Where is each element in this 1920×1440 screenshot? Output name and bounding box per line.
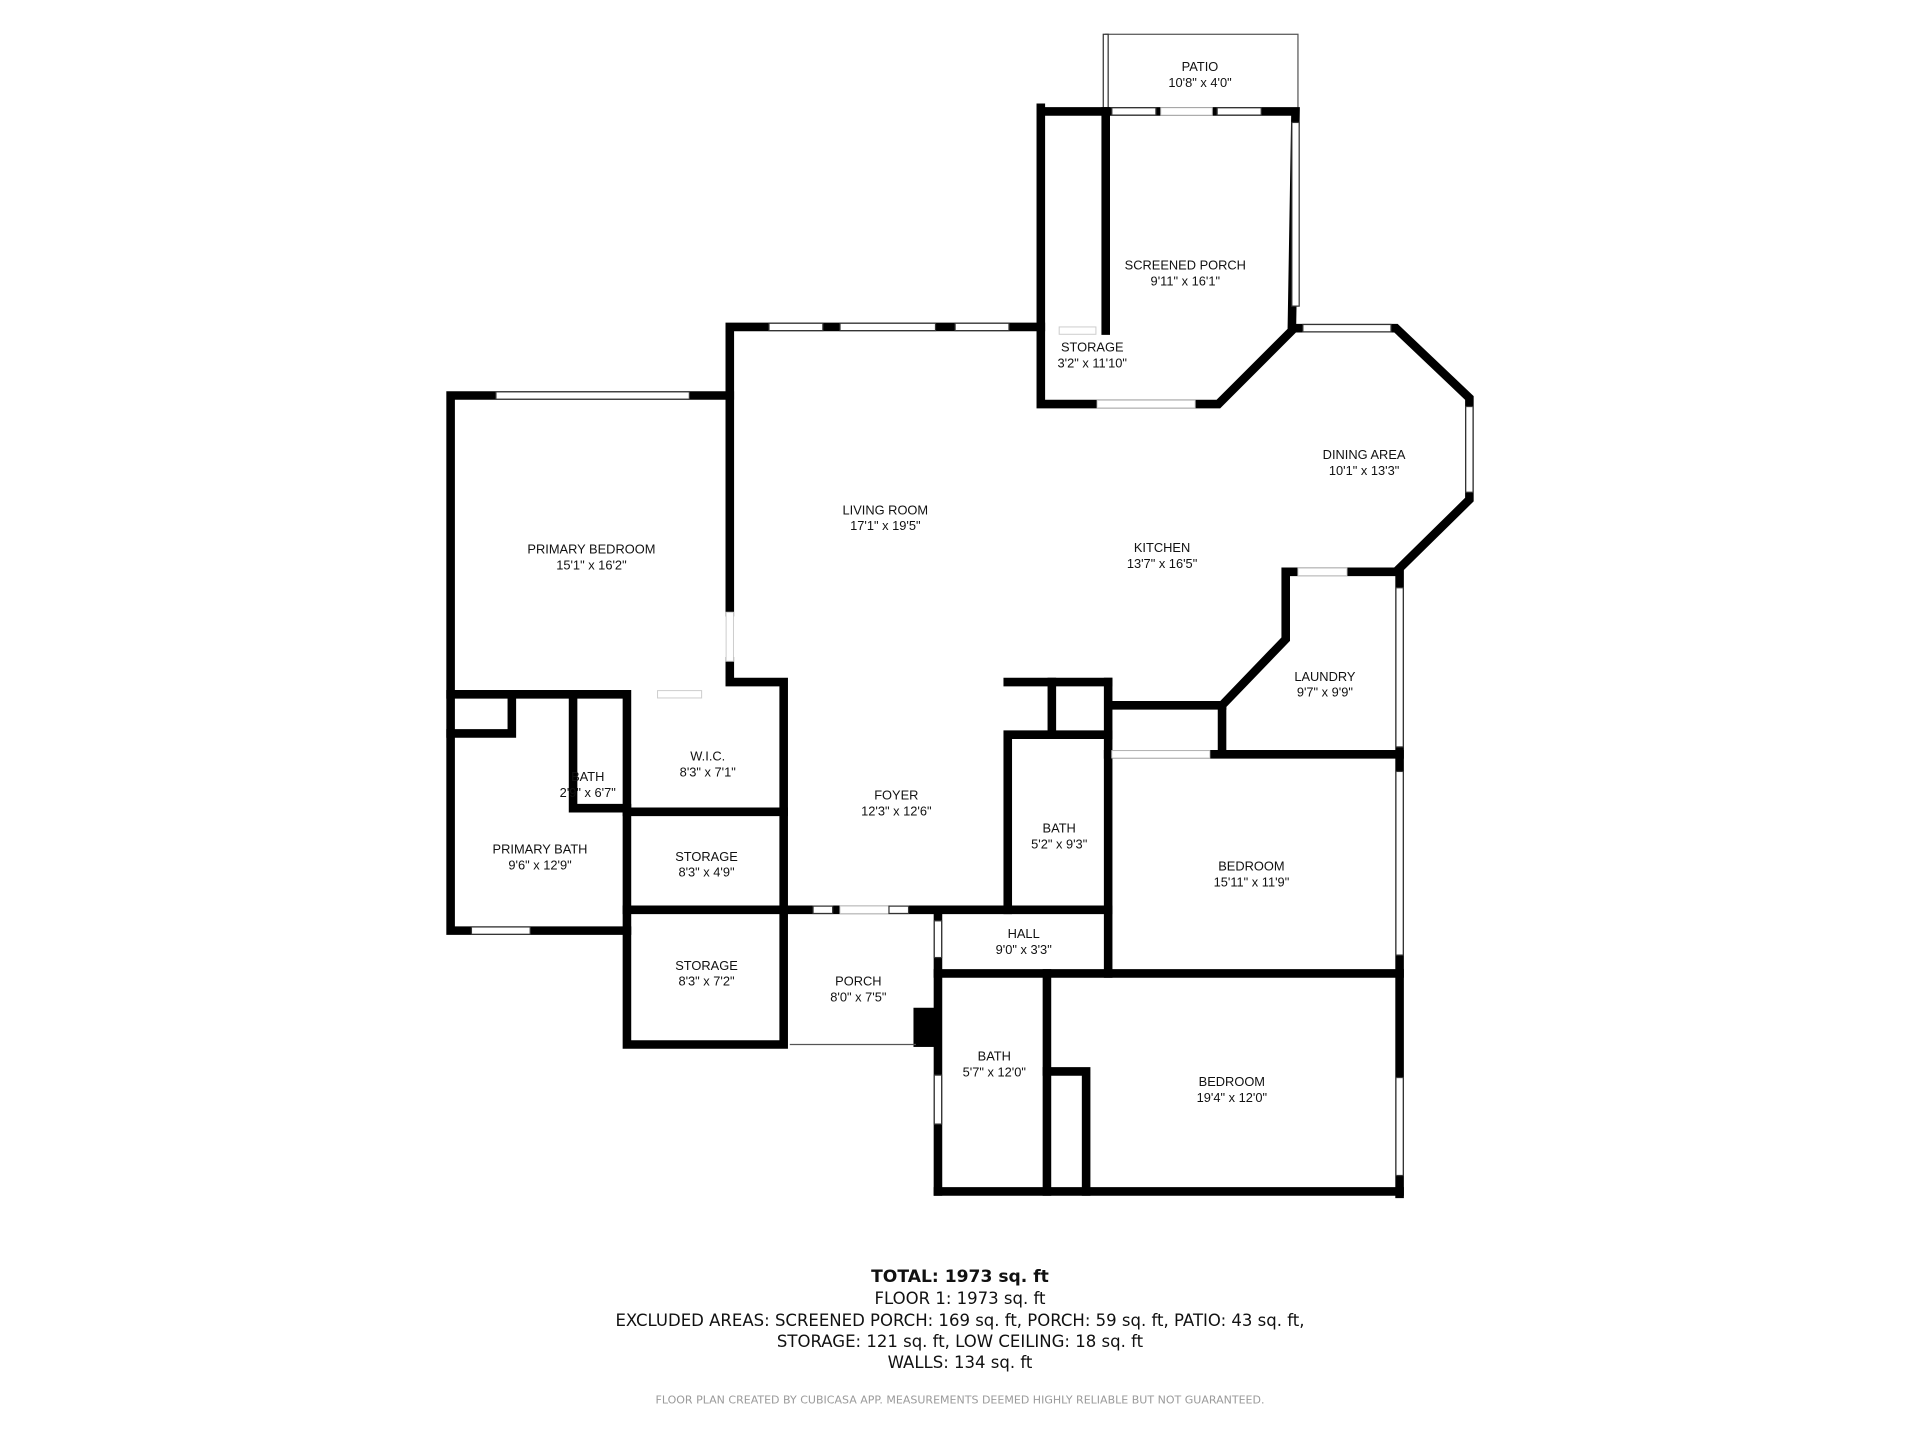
room-name: BATH [978,1048,1011,1063]
room-name: HALL [1008,926,1040,941]
room-size: 2'9" x 6'7" [560,785,617,800]
room-size: 9'7" x 9'9" [1297,685,1354,700]
room-name: LIVING ROOM [842,502,928,517]
room-size: 17'1" x 19'5" [850,518,921,533]
room-size: 9'11" x 16'1" [1151,273,1221,288]
room-name: PRIMARY BATH [493,841,588,856]
room-size: 3'2" x 11'10" [1057,355,1127,370]
room-size: 9'0" x 3'3" [996,942,1053,957]
floor-1-area: FLOOR 1: 1973 sq. ft [874,1289,1046,1308]
room-name: STORAGE [675,958,738,973]
room-size: 15'1" x 16'2" [556,557,627,572]
total-area: TOTAL: 1973 sq. ft [871,1267,1049,1287]
room-name: FOYER [874,788,918,803]
room-name: W.I.C. [690,748,725,763]
windows-and-openings [470,107,1474,1177]
room-size: 8'3" x 4'9" [678,865,735,880]
room-size: 8'3" x 7'1" [680,764,737,779]
room-name: STORAGE [1061,339,1124,354]
room-name: LAUNDRY [1294,669,1356,684]
room-size: 8'0" x 7'5" [830,990,887,1005]
room-size: 15'11" x 11'9" [1214,875,1290,890]
room-size: 5'2" x 9'3" [1031,837,1088,852]
room-name: PRIMARY BEDROOM [527,541,655,556]
room-name: BATH [1043,821,1076,836]
room-size: 9'6" x 12'9" [508,857,572,872]
room-size: 19'4" x 12'0" [1197,1090,1268,1105]
room-name: STORAGE [675,849,738,864]
walls [446,103,1474,1199]
room-name: DINING AREA [1323,447,1406,462]
room-size: 13'7" x 16'5" [1127,556,1198,571]
area-summary: TOTAL: 1973 sq. ft FLOOR 1: 1973 sq. ft … [615,1267,1304,1406]
room-name: BEDROOM [1199,1074,1265,1089]
patio-side-window [1102,33,1109,111]
room-name: BATH [571,769,604,784]
room-size: 5'7" x 12'0" [963,1064,1027,1079]
room-name: KITCHEN [1134,540,1190,555]
excluded-areas-line-2: STORAGE: 121 sq. ft, LOW CEILING: 18 sq.… [777,1332,1144,1351]
excluded-areas-line-1: EXCLUDED AREAS: SCREENED PORCH: 169 sq. … [615,1311,1304,1330]
room-name: SCREENED PORCH [1125,257,1246,272]
room-size: 8'3" x 7'2" [678,974,735,989]
walls-area: WALLS: 134 sq. ft [888,1353,1033,1372]
room-name: BEDROOM [1218,859,1284,874]
room-size: 12'3" x 12'6" [861,804,932,819]
room-size: 10'8" x 4'0" [1168,75,1232,90]
svg-text:W.I.C.8'3" x 7'1": W.I.C.8'3" x 7'1" [680,748,737,779]
room-name: PORCH [835,974,881,989]
room-size: 10'1" x 13'3" [1329,463,1400,478]
credit-disclaimer: FLOOR PLAN CREATED BY CUBICASA APP. MEAS… [656,1393,1265,1406]
room-name: PATIO [1182,59,1219,74]
